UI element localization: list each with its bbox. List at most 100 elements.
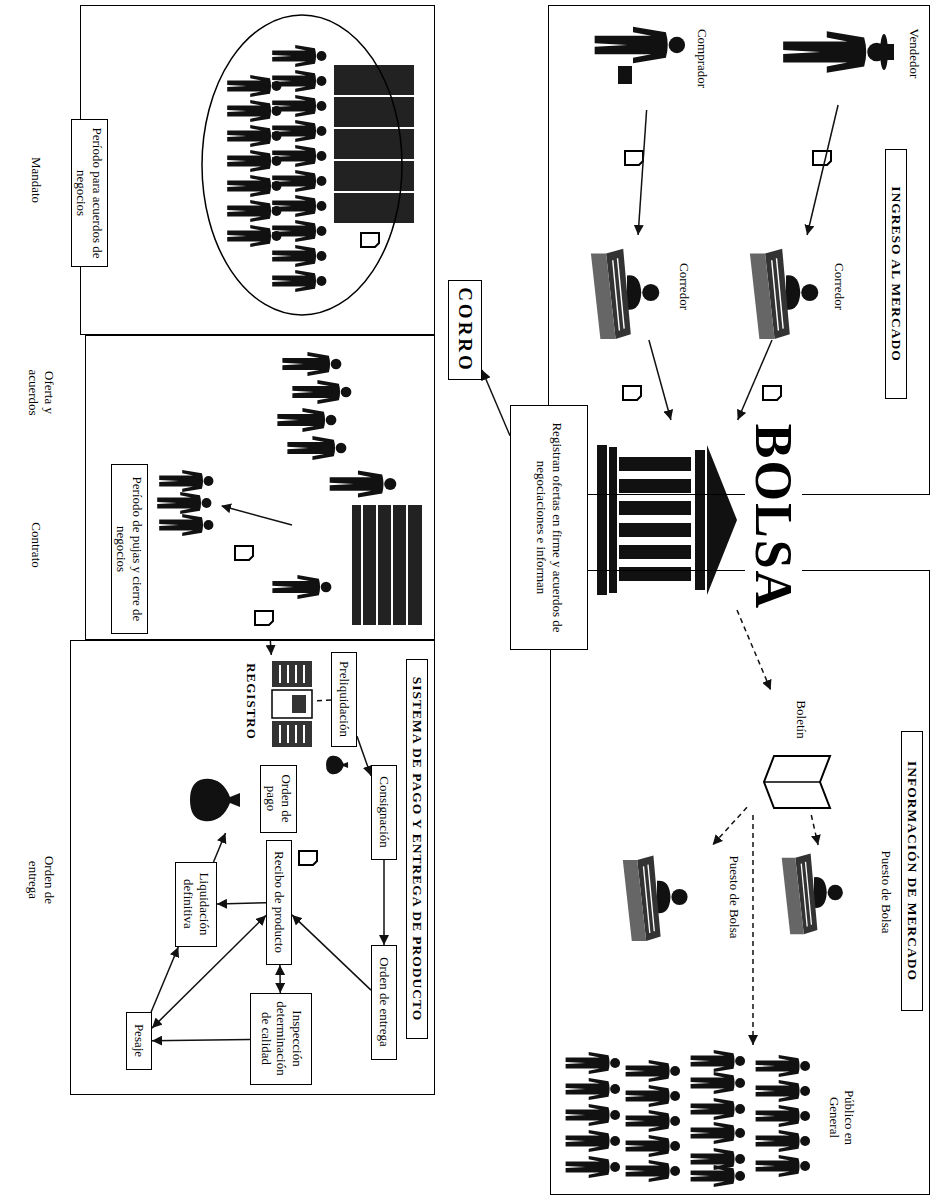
flow-arrow xyxy=(222,506,292,525)
figure-node: Boletín xyxy=(748,690,848,815)
registry-file xyxy=(272,721,312,747)
person xyxy=(272,245,326,267)
figure-node: REGISTRO xyxy=(233,655,318,750)
person xyxy=(691,1165,745,1187)
node-text: Puesto de Bolsa xyxy=(727,855,743,940)
document-icon xyxy=(763,386,781,400)
document-icon xyxy=(255,611,273,625)
connector-arrow xyxy=(279,965,281,993)
node-text: Corredor xyxy=(677,247,693,327)
node-text: REGISTRO xyxy=(244,657,260,747)
money-sack xyxy=(326,756,348,775)
connector-arrow xyxy=(752,815,754,1045)
broker-post-desk xyxy=(623,856,688,942)
buyer-figure xyxy=(595,27,685,84)
person xyxy=(566,1156,620,1178)
node-text: Puesto de Bolsa xyxy=(879,850,895,935)
board-cell xyxy=(334,97,414,127)
person xyxy=(287,436,346,460)
connector-arrow xyxy=(638,110,647,235)
process-box: Recibo de producto xyxy=(267,840,293,965)
node-text: SISTEMA DE PAGO Y ENTREGA DE PRODUCTO xyxy=(406,659,428,1039)
public-crowd xyxy=(566,1050,810,1187)
person xyxy=(272,575,331,599)
process-box: Pesaje xyxy=(127,1012,153,1070)
node-text: Vendedor xyxy=(907,14,923,94)
person xyxy=(691,1098,745,1120)
node-text: Orden de entrega xyxy=(377,957,393,1047)
figure-node: Corredor xyxy=(578,235,693,340)
section-panel: Período de pujas y cierre de negocios xyxy=(85,335,435,640)
figure-node: Puesto de Bolsa xyxy=(765,845,895,940)
person xyxy=(626,1110,680,1132)
crowd-ellipse xyxy=(202,15,402,315)
person xyxy=(756,1080,810,1102)
node-text: Recibo de producto xyxy=(272,851,288,953)
person xyxy=(691,1050,745,1072)
registry-lines xyxy=(280,725,304,743)
person xyxy=(272,45,326,67)
person xyxy=(566,1130,620,1152)
connector-arrow xyxy=(738,340,772,420)
person xyxy=(756,1155,810,1177)
connector-arrow xyxy=(737,610,771,690)
caption-label: Contrato xyxy=(28,505,44,585)
connector-arrow xyxy=(214,833,226,862)
process-box: Consignación xyxy=(372,765,398,860)
seller-figure xyxy=(783,31,894,73)
broker-desk xyxy=(750,249,818,339)
hat xyxy=(884,44,894,60)
node-text: INFORMACIÓN DE MERCADO xyxy=(901,731,923,1011)
node-text: Registran ofertas en firme y acuerdos de… xyxy=(533,411,564,644)
process-box: Orden de entrega xyxy=(372,945,398,1060)
figure-node: Vendedor xyxy=(778,10,923,105)
person xyxy=(227,225,281,247)
connector-arrow xyxy=(317,699,331,701)
person xyxy=(626,1160,680,1182)
document-icon xyxy=(361,233,379,247)
section-panel: INFORMACIÓN DE MERCADO BoletínPuesto de B… xyxy=(550,570,930,1195)
process-box: Liquidación definitiva xyxy=(176,862,218,947)
person xyxy=(227,125,281,147)
person xyxy=(566,1104,620,1126)
person xyxy=(227,75,281,97)
registry-computer xyxy=(272,690,312,718)
person xyxy=(157,492,211,514)
broker-desk xyxy=(591,249,659,339)
person xyxy=(756,1130,810,1152)
registry-lines xyxy=(280,665,304,683)
person xyxy=(626,1085,680,1107)
person xyxy=(159,470,213,492)
person xyxy=(227,200,281,222)
figure-node: BOLSA xyxy=(592,420,802,610)
document-icon xyxy=(625,151,643,165)
person xyxy=(272,270,326,292)
broker-posts xyxy=(623,853,843,941)
exchange-building xyxy=(597,445,737,595)
connector-arrow xyxy=(649,340,671,420)
document-icon xyxy=(623,386,641,400)
registry-file xyxy=(272,661,312,687)
person xyxy=(292,380,351,404)
section-panel: SISTEMA DE PAGO Y ENTREGA DE PRODUCTO Pre… xyxy=(70,640,435,1095)
trading-floor xyxy=(157,352,422,625)
node-text: Pesaje xyxy=(132,1024,148,1057)
caption-label: Mandato xyxy=(28,140,44,220)
money-sack xyxy=(190,779,240,821)
connector-arrow xyxy=(357,736,371,776)
person xyxy=(756,1055,810,1077)
figure-node: Puesto de Bolsa xyxy=(593,845,743,945)
section-panel: Período para acuerdos de negocios xyxy=(80,5,435,335)
figure-node: Público en General xyxy=(558,1045,858,1190)
person xyxy=(227,175,281,197)
person xyxy=(566,1052,620,1074)
node-text: Liquidación definitiva xyxy=(181,868,212,941)
node-text: Preliquidación xyxy=(337,661,353,737)
connector-arrow xyxy=(811,815,818,845)
node-text: CORRO xyxy=(454,287,477,373)
podium-stripes xyxy=(362,505,407,625)
buyer-figure xyxy=(595,27,685,64)
connector-arrow xyxy=(807,105,838,235)
person xyxy=(626,1060,680,1082)
